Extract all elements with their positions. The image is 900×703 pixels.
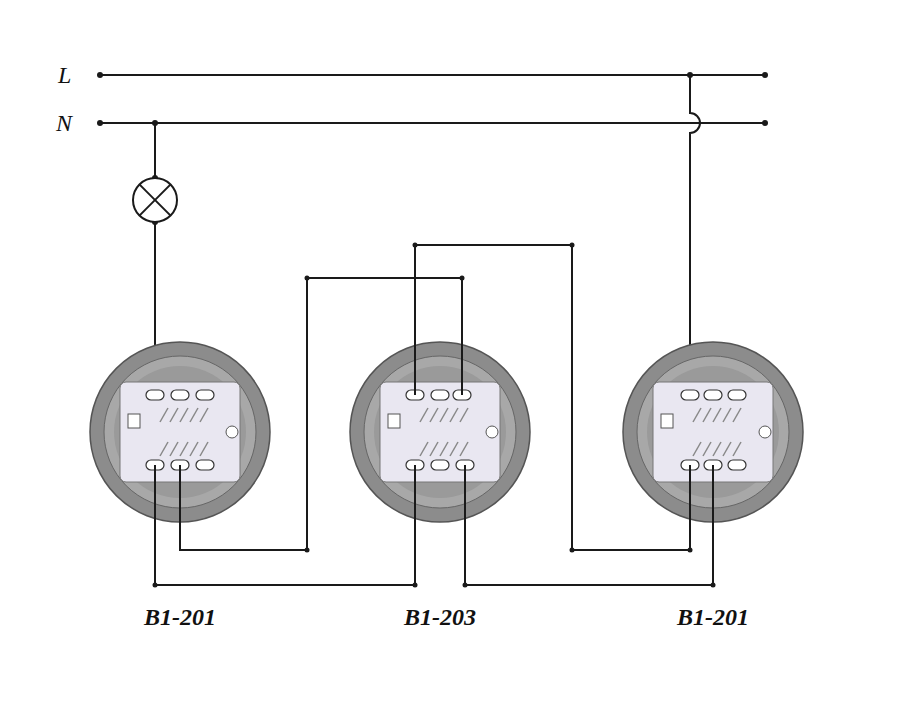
terminal-wire	[461, 342, 463, 395]
terminal	[196, 460, 214, 470]
switch-body	[350, 342, 530, 522]
line-label: N	[56, 111, 72, 135]
terminal-wire	[712, 465, 714, 522]
line-label: L	[58, 63, 71, 87]
terminal	[704, 390, 722, 400]
switch-node: B1-201	[623, 342, 803, 522]
terminal-wire	[464, 465, 466, 522]
terminal	[146, 390, 164, 400]
neutral-line	[100, 122, 765, 124]
terminal	[431, 460, 449, 470]
switch-label: B1-203	[404, 604, 476, 631]
switch-body	[623, 342, 803, 522]
wire	[155, 522, 415, 585]
terminal-wire	[154, 465, 156, 522]
terminal	[728, 460, 746, 470]
terminal-wire	[414, 465, 416, 522]
terminal-wire	[414, 342, 416, 395]
terminal	[431, 390, 449, 400]
terminal-wire	[179, 465, 181, 522]
switch-node: B1-203	[350, 342, 530, 522]
wire	[465, 522, 713, 585]
switch-node: B1-201	[90, 342, 270, 522]
lamp-wire	[154, 123, 156, 178]
terminal-wire	[689, 465, 691, 522]
terminal	[171, 390, 189, 400]
switch-label: B1-201	[677, 604, 749, 631]
switch-label: B1-201	[144, 604, 216, 631]
wire	[415, 245, 690, 550]
wire	[180, 278, 462, 550]
live-line	[100, 74, 765, 76]
terminal	[196, 390, 214, 400]
switch-body	[90, 342, 270, 522]
lamp-symbol	[133, 178, 177, 222]
terminal	[728, 390, 746, 400]
terminal	[681, 390, 699, 400]
